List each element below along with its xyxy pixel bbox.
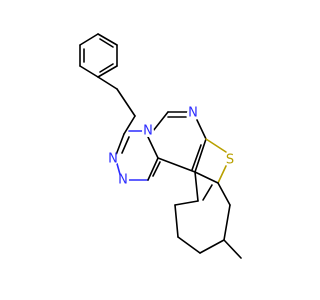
nitrogen-atom: N	[187, 106, 199, 121]
bond	[194, 171, 199, 202]
bond	[217, 182, 231, 206]
nitrogen-atom: N	[142, 124, 154, 139]
sulfur-atom: S	[224, 153, 236, 168]
bond	[116, 88, 136, 117]
bond	[147, 136, 159, 159]
bond	[157, 157, 196, 173]
bond	[147, 157, 159, 181]
bond	[97, 33, 118, 46]
bond	[194, 171, 219, 184]
bond	[194, 138, 207, 173]
bond	[217, 165, 227, 184]
nitrogen-atom: N	[117, 173, 129, 188]
bond	[174, 200, 199, 206]
bond	[191, 144, 202, 171]
bond	[152, 111, 169, 132]
bond	[97, 76, 118, 90]
bond	[123, 115, 136, 135]
bond	[205, 138, 227, 153]
bond	[174, 204, 179, 238]
bond-layer	[79, 33, 242, 259]
atom-label: N	[143, 124, 153, 139]
bond	[199, 239, 225, 254]
bond	[223, 239, 242, 259]
atom-layer: N N N N S	[107, 106, 236, 188]
bond	[202, 184, 213, 201]
atom-label: N	[118, 173, 128, 188]
bond	[177, 236, 201, 254]
bond	[152, 161, 161, 177]
atom-label: N	[188, 106, 198, 121]
bond	[121, 136, 130, 154]
nitrogen-atom: N	[107, 152, 119, 167]
atom-label: S	[226, 153, 234, 168]
bond	[79, 65, 99, 78]
bond	[196, 119, 207, 140]
bond	[99, 63, 114, 73]
bond	[79, 33, 99, 46]
bond	[115, 133, 125, 156]
bond	[99, 38, 114, 48]
molecule-structure-diagram: N N N N S	[79, 33, 242, 259]
bond	[223, 204, 231, 241]
bond	[97, 65, 118, 78]
atom-label: N	[108, 152, 118, 167]
